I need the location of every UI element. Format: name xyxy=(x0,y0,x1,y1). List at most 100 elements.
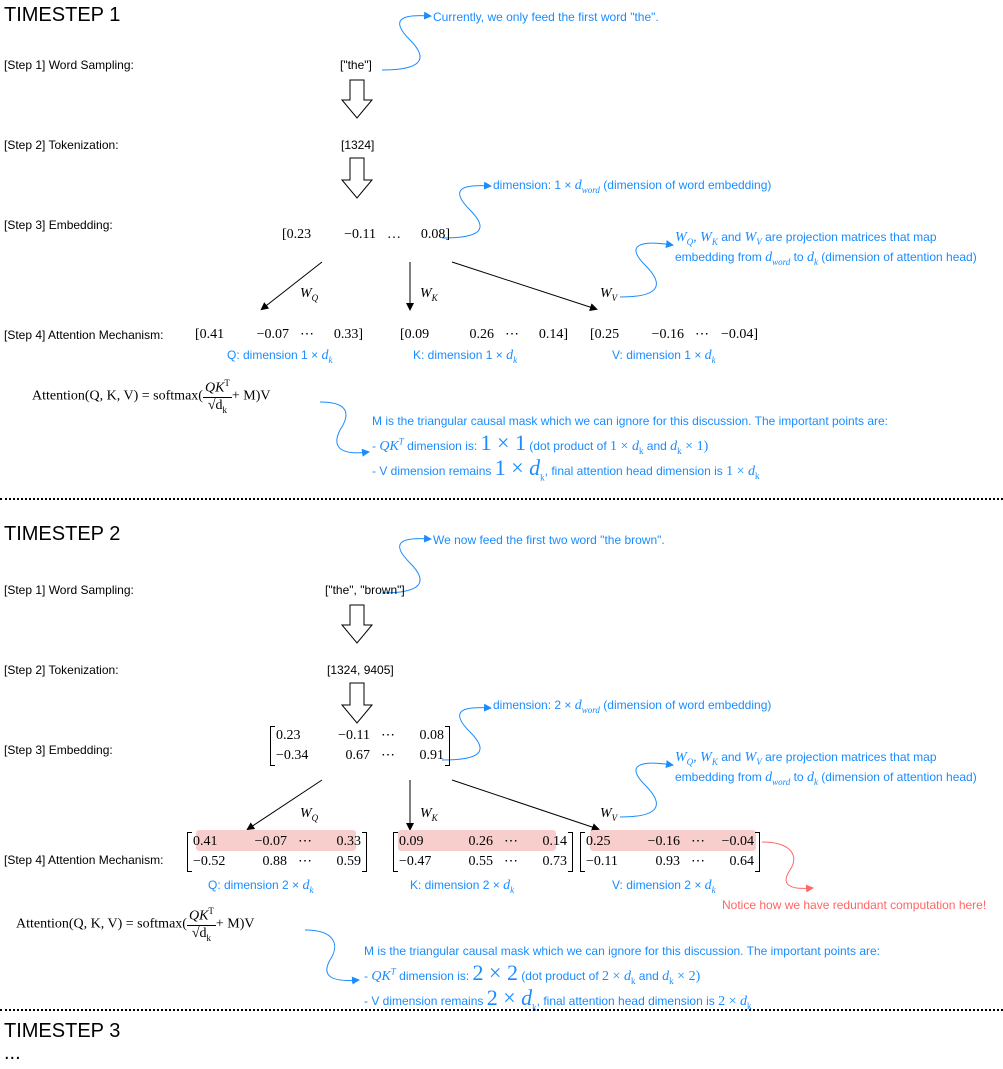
math-text: × xyxy=(694,878,702,892)
continuation-ellipsis: ... xyxy=(4,1042,21,1064)
math-text: 1 xyxy=(494,455,506,480)
math-text: T xyxy=(398,436,404,447)
math-text: W xyxy=(700,230,712,245)
math-text: and xyxy=(721,750,742,764)
attention-formula: Attention(Q, K, V) = softmax(QKT√dk+ M)V xyxy=(16,906,255,942)
math-text: Q xyxy=(686,236,694,247)
math-text: d xyxy=(806,769,814,785)
math-text: + M)V xyxy=(231,388,271,404)
sampled-words: ["the", "brown"] xyxy=(325,583,405,597)
math-text: - V dimension remains xyxy=(372,464,492,478)
math-text: k xyxy=(711,354,716,365)
math-text: W xyxy=(420,286,432,301)
math-text: are projection matrices that map xyxy=(765,230,937,244)
math-text: embedding from xyxy=(675,769,762,784)
math-text: k xyxy=(638,445,644,456)
math-text: QK xyxy=(379,439,399,454)
math-text: k xyxy=(206,932,212,943)
math-text: 2 xyxy=(684,878,691,892)
math-text: [0.41 xyxy=(195,327,225,342)
math-text: … xyxy=(387,227,401,242)
math-text: 0.09 xyxy=(399,834,424,849)
math-text: −0.04 xyxy=(721,834,754,849)
math-text: 1 xyxy=(485,348,493,362)
math-text: ⋯ xyxy=(298,834,312,849)
math-text: −0.11 xyxy=(344,227,376,242)
math-text: k xyxy=(813,776,818,787)
math-text: −0.16 xyxy=(647,834,680,849)
redundant-curve xyxy=(761,841,814,893)
math-text: QK xyxy=(188,908,209,924)
math-text: 0.14 xyxy=(542,834,568,849)
math-text: √d xyxy=(191,925,207,941)
math-text: d xyxy=(623,969,631,984)
math-text: 1 xyxy=(726,464,734,479)
math-text: + M)V xyxy=(215,916,255,932)
token-ids: [1324] xyxy=(341,138,375,152)
embedding-vector: [0.23−0.11…0.08] xyxy=(282,227,450,243)
math-text: d xyxy=(765,249,773,265)
math-text: K xyxy=(431,812,438,823)
down-arrow-icon xyxy=(340,157,374,199)
math-text: k xyxy=(669,975,674,986)
math-text: k xyxy=(813,256,818,267)
math-text: d xyxy=(321,348,329,363)
math-text: 0.08 xyxy=(419,728,445,743)
math-text: - xyxy=(364,969,368,983)
wq-label: WQ xyxy=(300,286,318,303)
math-text: × xyxy=(292,878,300,892)
math-text: 2 xyxy=(602,969,610,984)
wv-label: WV xyxy=(600,806,617,823)
math-text: × xyxy=(677,969,686,984)
qk-dimension-note: - QKT dimension is: 2 × 2 (dot product o… xyxy=(364,960,701,986)
math-text: × xyxy=(685,439,694,454)
math-text: 0.67 xyxy=(345,748,371,763)
annotation-curve xyxy=(441,703,492,761)
math-text: × xyxy=(564,178,572,192)
math-text: W xyxy=(744,230,757,245)
math-text: V xyxy=(756,236,762,247)
math-text: T xyxy=(224,378,230,388)
q-caption: Q: dimension 1 × dk xyxy=(227,348,332,365)
math-text: Attention(Q, K, V) = softmax( xyxy=(16,916,187,932)
k-caption: K: dimension 2 × dk xyxy=(410,878,514,895)
math-text: d xyxy=(662,969,670,984)
wq-label: WQ xyxy=(300,806,318,823)
timestep-3-title: TIMESTEP 3 xyxy=(4,1020,121,1042)
math-text: 0.14] xyxy=(538,327,568,342)
math-text: V: dimension xyxy=(612,878,681,892)
math-text: 0.26 xyxy=(469,327,495,342)
math-text: −0.11 xyxy=(338,728,370,743)
annotation-curve xyxy=(381,534,432,594)
math-text: 0.25 xyxy=(586,834,611,849)
q-caption: Q: dimension 2 × dk xyxy=(208,878,313,895)
wq-arrow xyxy=(260,261,323,311)
math-text: −0.11 xyxy=(586,854,618,869)
math-text: to xyxy=(793,769,804,784)
step-1-label: [Step 1] Word Sampling: xyxy=(4,58,134,72)
mask-note: M is the triangular causal mask which we… xyxy=(364,944,881,958)
math-text: 0.08] xyxy=(420,227,450,242)
v-vector: [0.25−0.16⋯−0.04] xyxy=(590,326,758,343)
math-text: √d xyxy=(207,397,223,413)
v-caption: V: dimension 2 × dk xyxy=(612,878,716,895)
annotation-curve xyxy=(619,760,674,818)
math-text: , final attention head dimension is xyxy=(544,464,723,478)
math-text: W xyxy=(744,750,757,765)
math-text: ⋯ xyxy=(300,327,314,342)
math-text: d xyxy=(806,249,814,265)
feed-note: Currently, we only feed the first word "… xyxy=(433,10,659,24)
k-caption: K: dimension 1 × dk xyxy=(413,348,517,365)
down-arrow-icon xyxy=(340,682,374,724)
math-text: × xyxy=(492,878,500,892)
math-text: × xyxy=(694,348,702,362)
timestep-separator xyxy=(0,498,1003,500)
math-text: Attention(Q, K, V) = softmax( xyxy=(32,388,203,404)
step-2-label: [Step 2] Tokenization: xyxy=(4,663,119,677)
math-text: ⋯ xyxy=(695,327,709,342)
math-text: K: dimension xyxy=(413,348,483,362)
wv-label: WV xyxy=(600,286,617,303)
